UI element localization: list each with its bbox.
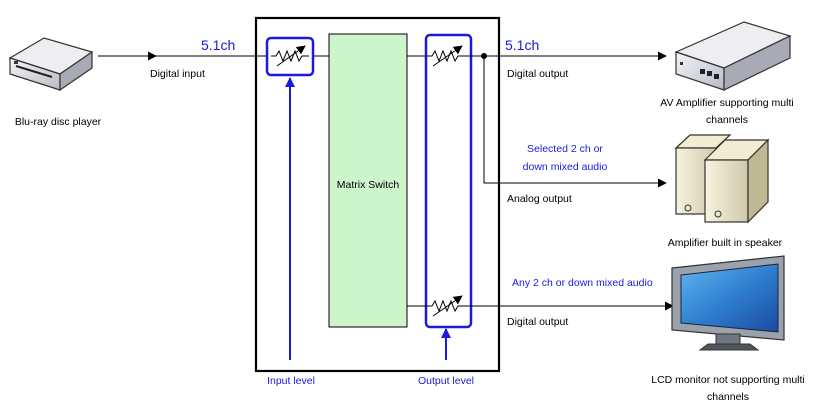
input-format-label: 5.1ch — [201, 37, 235, 53]
digital-input-label: Digital input — [150, 68, 205, 80]
lcd-label-line1: LCD monitor not supporting multi — [651, 374, 805, 386]
bluray-label: Blu-ray disc player — [15, 116, 102, 128]
bluray-player-icon — [10, 38, 92, 90]
speaker-icon — [676, 135, 768, 222]
lcd-monitor-icon — [672, 256, 784, 350]
matrix-switch-label: Matrix Switch — [337, 179, 400, 191]
analog-output-label: Analog output — [507, 193, 572, 205]
digital-output-top-label: Digital output — [507, 68, 568, 80]
av-amplifier-icon — [676, 22, 790, 90]
input-level-label: Input level — [267, 375, 315, 387]
selected-audio-label-line2: down mixed audio — [523, 161, 608, 173]
av-amp-label-line1: AV Amplifier supporting multi — [660, 97, 793, 109]
selected-audio-label-line1: Selected 2 ch or — [527, 143, 603, 155]
digital-output-bottom-label: Digital output — [507, 316, 568, 328]
av-amp-label-line2: channels — [706, 114, 748, 126]
output-level-label: Output level — [418, 375, 474, 387]
speaker-label: Amplifier built in speaker — [668, 237, 783, 249]
lcd-label-line2: channels — [707, 391, 749, 403]
output-format-label: 5.1ch — [505, 37, 539, 53]
any-2ch-label: Any 2 ch or down mixed audio — [512, 277, 653, 289]
